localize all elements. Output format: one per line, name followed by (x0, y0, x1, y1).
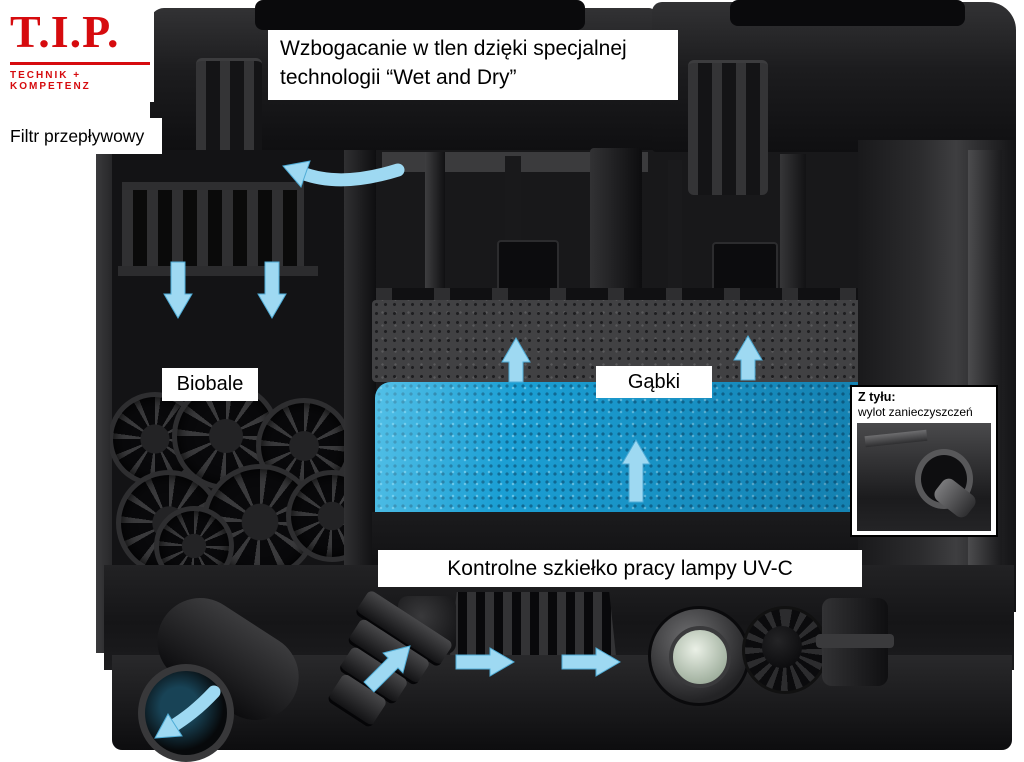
center-divider (344, 150, 376, 586)
lid-clamp-right (688, 60, 768, 195)
label-filter-type: Filtr przepływowy (6, 118, 162, 154)
drip-tray-edge (118, 266, 318, 276)
rear-outlet-callout: Z tyłu: wylot zanieczyszczeń (850, 385, 998, 537)
brand-rule (10, 62, 150, 65)
support-post (668, 160, 682, 302)
uv-window-lens (669, 626, 731, 688)
rear-outlet-text: wylot zanieczyszczeń (858, 405, 973, 419)
rear-bracket (864, 429, 928, 448)
left-outlet-opening (138, 664, 234, 762)
drain-knob-center (762, 626, 802, 668)
label-sponges: Gąbki (596, 366, 712, 398)
drip-grate (122, 182, 304, 276)
lid-handle-left (255, 0, 585, 30)
label-uvc: Kontrolne szkiełko pracy lampy UV-C (378, 550, 862, 587)
sponge-fine-blue (375, 382, 864, 512)
lid-handle-right (730, 0, 965, 26)
brand-tagline: TECHNIK + KOMPETENZ (10, 70, 91, 92)
support-post (425, 152, 445, 302)
biobale-chamber (110, 378, 346, 578)
brand-name: T.I.P. (10, 6, 120, 57)
rear-outlet-title: Z tyłu: (858, 390, 896, 404)
brand-logo: T.I.P. TECHNIK + KOMPETENZ (6, 4, 154, 102)
label-biobale: Biobale (162, 368, 258, 401)
center-post (590, 148, 642, 312)
right-fitting-flange (816, 634, 894, 648)
label-oxygen: Wzbogacanie w tlen dzięki specjalnej tec… (268, 30, 678, 100)
support-post (780, 154, 806, 304)
rear-outlet-photo (857, 423, 991, 531)
